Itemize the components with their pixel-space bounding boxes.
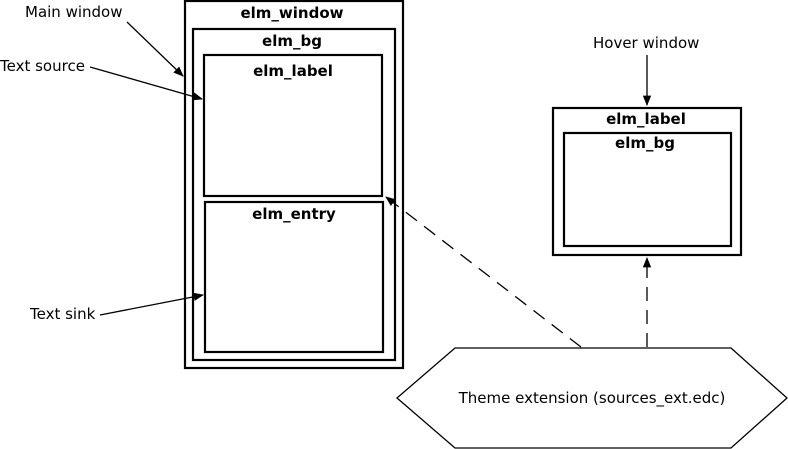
main-bg-title: elm_bg — [262, 32, 322, 50]
main-label-title: elm_label — [253, 62, 333, 80]
theme-extension-hexagon — [396, 347, 788, 449]
annotation-text-sink: Text sink — [29, 305, 96, 323]
theme-extension-label: Theme extension (sources_ext.edc) — [458, 389, 726, 408]
arrow-text-sink — [99, 292, 205, 316]
hover-bg-title: elm_bg — [615, 134, 675, 152]
arrow-text-source — [89, 66, 203, 101]
annotation-hover-window: Hover window — [593, 34, 699, 52]
main-entry-box — [203, 200, 385, 354]
annotation-text-source: Text source — [0, 57, 85, 75]
dashed-arrow-to-main-label — [385, 196, 582, 348]
hover-bg-box — [562, 131, 733, 248]
hover-window-title: elm_label — [606, 110, 686, 128]
annotation-main-window: Main window — [25, 3, 123, 21]
main-window-title: elm_window — [240, 4, 343, 22]
arrow-main-window — [126, 21, 184, 77]
main-entry-title: elm_entry — [252, 205, 336, 223]
main-label-box — [202, 53, 384, 198]
